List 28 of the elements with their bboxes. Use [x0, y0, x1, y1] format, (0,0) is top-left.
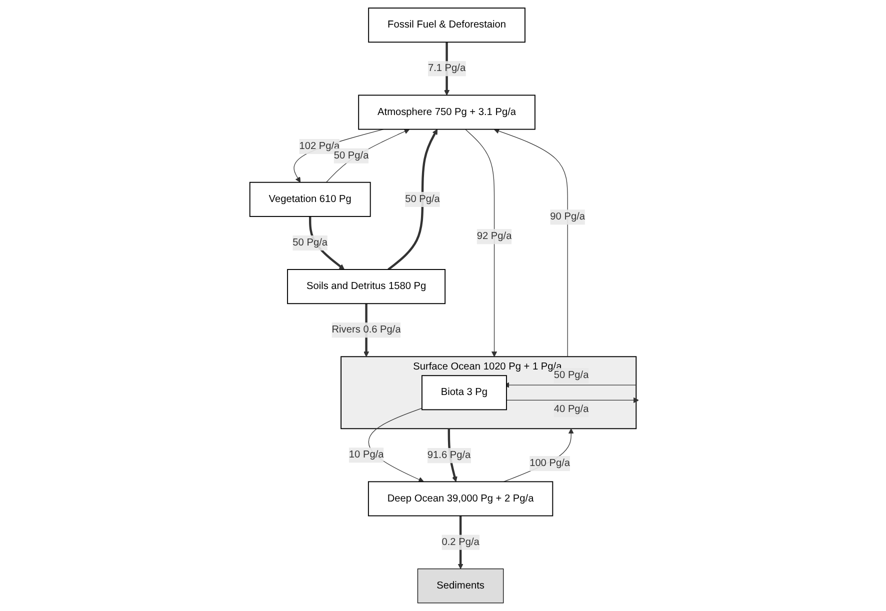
edge-label: 102 Pg/a	[299, 140, 340, 152]
edge-label: Rivers 0.6 Pg/a	[332, 324, 401, 336]
node-box: Deep Ocean 39,000 Pg + 2 Pg/a	[368, 481, 554, 516]
arrow	[506, 397, 639, 403]
arrow	[294, 129, 384, 183]
node-box: Fossil Fuel & Deforestaion	[368, 8, 526, 43]
edge-label: 50 Pg/a	[334, 150, 369, 161]
edge-label: 92 Pg/a	[476, 230, 512, 242]
edge-label: 90 Pg/a	[550, 211, 586, 222]
edge-label: 40 Pg/a	[554, 404, 589, 415]
edge-label: 100 Pg/a	[530, 458, 570, 469]
edge-label: 0.2 Pg/a	[442, 536, 480, 548]
node-box: Sediments	[417, 568, 504, 604]
node-box: Biota 3 Pg	[422, 375, 507, 410]
arrow	[388, 129, 438, 270]
node-box: Vegetation 610 Pg	[249, 182, 371, 217]
arrow	[504, 428, 574, 482]
node-box: Soils and Detritus 1580 Pg	[287, 269, 446, 304]
edge-label: 91.6 Pg/a	[427, 450, 471, 461]
edge-label: 7.1 Pg/a	[428, 62, 466, 74]
edge-label: 50 Pg/a	[554, 370, 589, 381]
arrow	[465, 129, 498, 357]
node-box: Atmosphere 750 Pg + 3.1 Pg/a	[358, 94, 536, 130]
arrow	[326, 128, 410, 183]
edge-label: 10 Pg/a	[348, 449, 384, 460]
edge-label: 50 Pg/a	[292, 237, 328, 248]
edge-label: 50 Pg/a	[405, 194, 440, 204]
arrow	[494, 128, 568, 357]
